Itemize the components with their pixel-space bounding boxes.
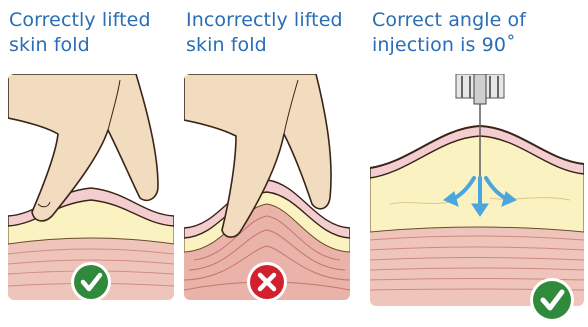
fat-layer [8, 198, 174, 244]
illustration-incorrect-fold [184, 74, 350, 320]
illustration-correct-fold [8, 74, 174, 320]
cross-icon [247, 262, 287, 302]
caption-line: skin fold [9, 33, 151, 58]
caption-line: Correctly lifted [9, 8, 151, 33]
check-icon [71, 262, 111, 302]
caption-correct-fold: Correctly lifted skin fold [9, 8, 151, 58]
caption-line: Incorrectly lifted [186, 8, 343, 33]
caption-incorrect-fold: Incorrectly lifted skin fold [186, 8, 343, 58]
caption-line: skin fold [186, 33, 343, 58]
fat-layer [370, 136, 584, 232]
illustration-injection-angle [370, 74, 584, 324]
caption-line: injection is 90˚ [372, 33, 526, 58]
check-icon [530, 278, 574, 322]
caption-injection-angle: Correct angle of injection is 90˚ [372, 8, 526, 58]
caption-line: Correct angle of [372, 8, 526, 33]
